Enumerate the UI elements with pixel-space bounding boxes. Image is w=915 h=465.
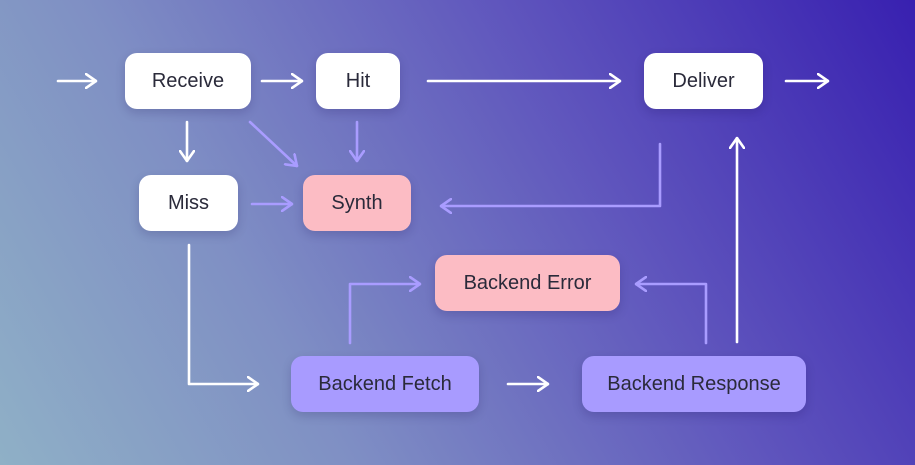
backend-fetch-to-error-arrow [348,284,422,345]
receive-node: Receive [125,53,251,109]
synth-node: Synth [303,175,411,231]
deliver-node: Deliver [644,53,763,109]
backend-fetch-node: Backend Fetch [291,356,479,412]
backend-response-to-error-arrow [634,284,708,345]
miss-node: Miss [139,175,238,231]
miss-to-backend-fetch-arrow [187,243,260,384]
backend-response-node: Backend Response [582,356,806,412]
receive-to-synth-arrow [248,120,299,168]
hit-node: Hit [316,53,400,109]
backend-error-node: Backend Error [435,255,620,311]
deliver-to-synth-arrow [439,142,662,206]
